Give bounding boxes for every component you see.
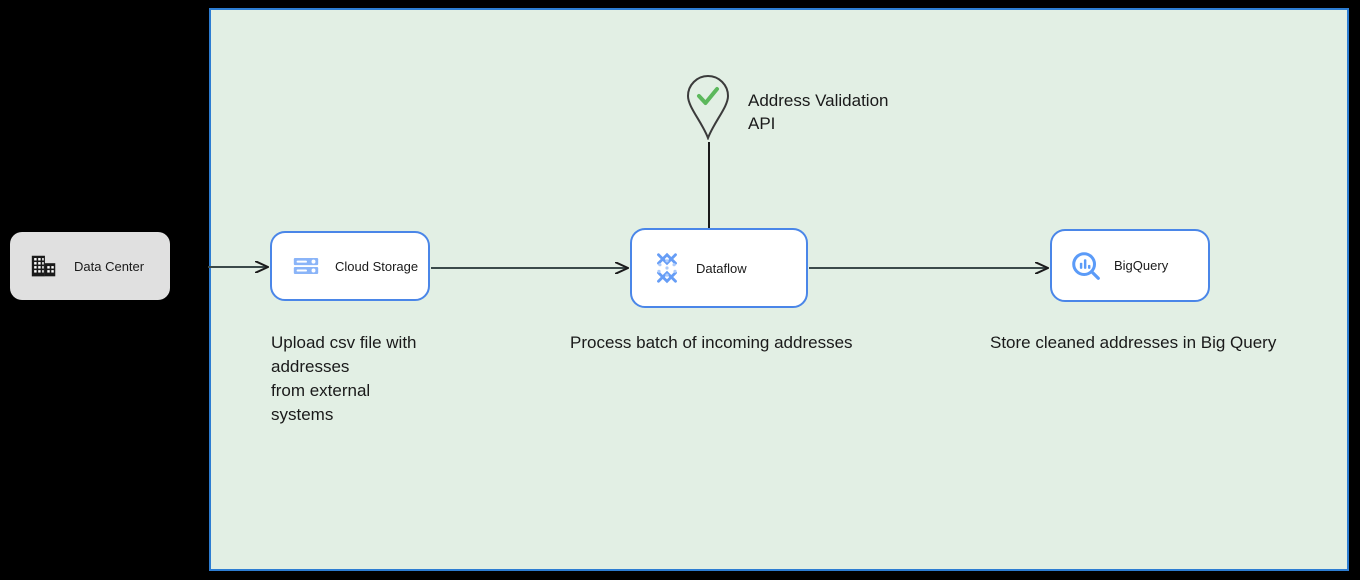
- caption-process: Process batch of incoming addresses: [570, 333, 853, 352]
- dataflow-icon: [657, 252, 677, 284]
- node-data-center[interactable]: Data Center: [10, 232, 170, 300]
- building-icon: [31, 255, 56, 277]
- map-pin-check-icon[interactable]: [686, 74, 730, 140]
- caption-store: Store cleaned addresses in Big Query: [990, 333, 1277, 352]
- node-cloud-storage[interactable]: Cloud Storage: [270, 231, 430, 301]
- cloud-storage-icon: [293, 258, 319, 274]
- address-validation-api-label: Address Validation API: [748, 91, 889, 133]
- node-data-center-label: Data Center: [74, 258, 145, 274]
- node-bigquery[interactable]: BigQuery: [1050, 229, 1210, 302]
- node-cloud-storage-label: Cloud Storage: [335, 258, 419, 274]
- caption-upload: Upload csv file with addresses from exte…: [271, 333, 417, 424]
- node-bigquery-label: BigQuery: [1114, 258, 1169, 273]
- bigquery-icon: [1072, 251, 1100, 280]
- node-dataflow[interactable]: Dataflow: [630, 228, 808, 308]
- node-dataflow-label: Dataflow: [696, 260, 747, 276]
